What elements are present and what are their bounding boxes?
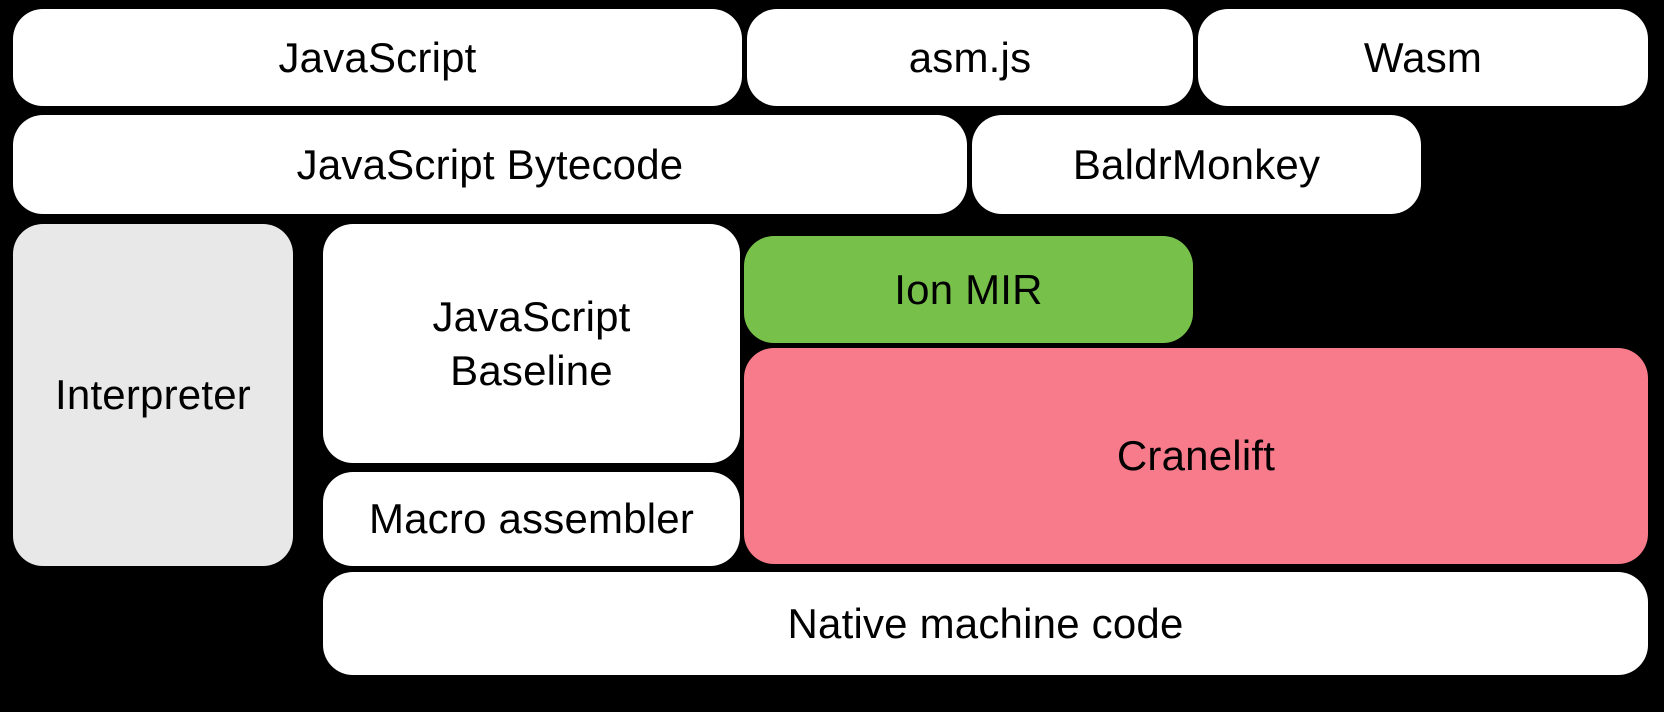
node-native-machine-code-label: Native machine code — [787, 599, 1184, 647]
node-macro-assembler-label: Macro assembler — [368, 495, 695, 543]
node-wasm: Wasm — [1198, 9, 1648, 106]
node-javascript-baseline: JavaScript Baseline — [323, 224, 740, 463]
node-javascript-bytecode: JavaScript Bytecode — [13, 115, 967, 214]
node-cranelift: Cranelift — [744, 348, 1648, 564]
node-baldrmonkey-label: BaldrMonkey — [1072, 140, 1321, 188]
node-wasm-label: Wasm — [1363, 33, 1483, 81]
node-ion-mir: Ion MIR — [744, 236, 1193, 343]
node-macro-assembler: Macro assembler — [323, 472, 740, 566]
node-javascript-bytecode-label: JavaScript Bytecode — [296, 140, 684, 188]
node-ion-mir-label: Ion MIR — [894, 265, 1043, 313]
node-asmjs: asm.js — [747, 9, 1193, 106]
node-javascript: JavaScript — [13, 9, 742, 106]
node-interpreter-label: Interpreter — [55, 371, 251, 419]
node-asmjs-label: asm.js — [908, 33, 1032, 81]
node-baldrmonkey: BaldrMonkey — [972, 115, 1421, 214]
node-javascript-baseline-label: JavaScript Baseline — [432, 292, 631, 394]
node-javascript-label: JavaScript — [278, 33, 477, 81]
node-cranelift-label: Cranelift — [1116, 432, 1276, 480]
node-interpreter: Interpreter — [13, 224, 293, 566]
node-native-machine-code: Native machine code — [323, 572, 1648, 675]
